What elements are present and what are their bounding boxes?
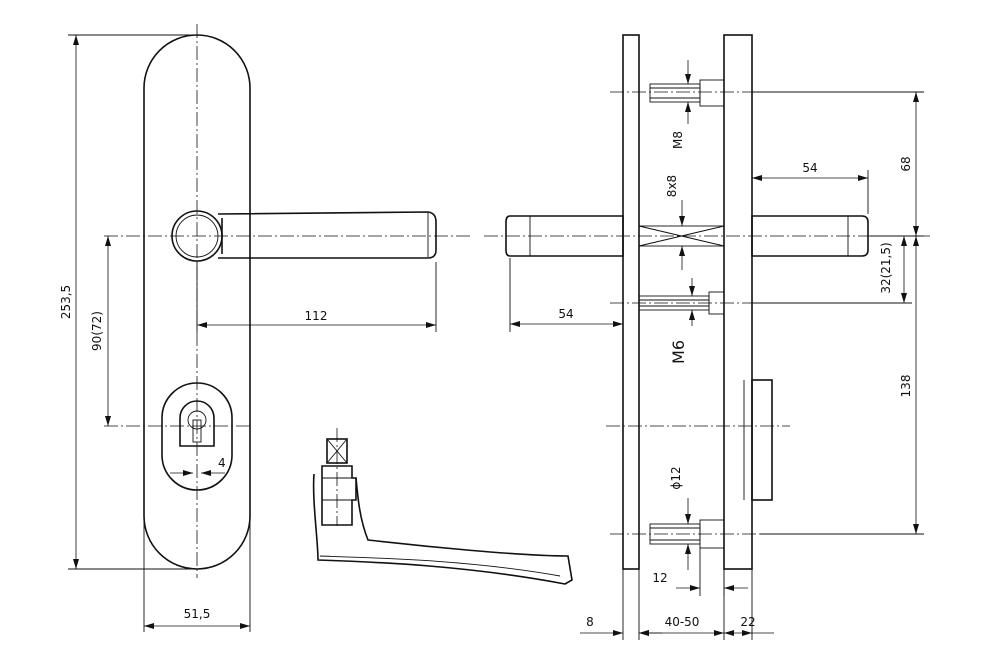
- dim-spindle-to-screw: 32(21,5): [879, 242, 893, 293]
- screw-top: [610, 79, 760, 107]
- dim-lever-side-right: 54: [802, 161, 817, 175]
- dim-lever-side-left: 54: [558, 307, 573, 321]
- lever-perspective-view: [312, 428, 573, 585]
- dim-bolt-offset: 12: [652, 571, 667, 585]
- label-thread-middle: M6: [669, 340, 688, 364]
- outer-plate: [622, 34, 640, 570]
- label-bore-diameter: ϕ12: [669, 466, 683, 489]
- security-cover: [751, 379, 773, 501]
- dim-total-height: 253,5: [59, 285, 73, 319]
- dim-inner-plate-thickness: 22: [740, 615, 755, 629]
- front-dimensions: 253,5 90(72) 112 51,5 4: [59, 34, 437, 632]
- dim-spindle-to-cylinder: 90(72): [90, 311, 104, 351]
- front-view: [104, 24, 470, 578]
- dim-lever-length-front: 112: [305, 309, 328, 323]
- side-view: [484, 34, 930, 570]
- dim-plate-width: 51,5: [184, 607, 211, 621]
- side-dimensions: M8 8x8 M6 ϕ12 12 54 54 68: [509, 60, 924, 640]
- dim-outer-plate-thickness: 8: [586, 615, 594, 629]
- inner-plate: [723, 34, 753, 570]
- dim-door-thickness: 40-50: [665, 615, 700, 629]
- escutcheon-plate: [143, 34, 251, 570]
- dim-cylinder-offset: 4: [218, 456, 226, 470]
- label-spindle-square: 8x8: [665, 175, 679, 197]
- cylinder-cutout: [161, 382, 233, 491]
- dim-top-to-spindle: 68: [899, 156, 913, 171]
- label-thread-top: M8: [671, 131, 685, 149]
- dim-screw-to-bottom: 138: [899, 375, 913, 398]
- screw-bottom: [610, 519, 760, 549]
- screw-middle: [610, 291, 760, 315]
